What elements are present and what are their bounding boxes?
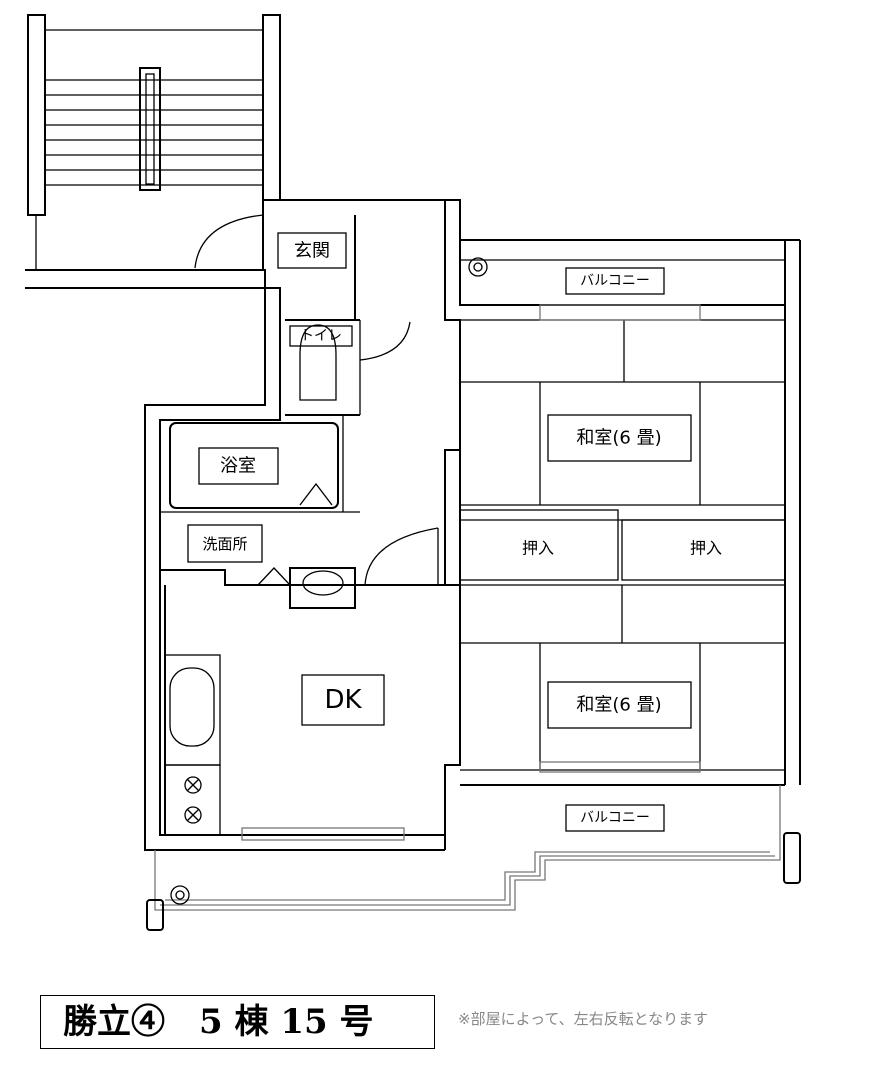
label-balcony-upper: バルコニー <box>580 273 650 289</box>
label-oshiire-right: 押入 <box>690 539 722 558</box>
label-washitsu-lower: 和室(6 畳) <box>576 695 661 716</box>
label-oshiire-left: 押入 <box>522 539 554 558</box>
label-toilet: トイレ <box>300 328 342 344</box>
mirror-note: ※部屋によって、左右反転となります <box>458 1010 709 1028</box>
staircase <box>27 14 281 270</box>
walls <box>25 15 801 931</box>
label-bath: 浴室 <box>220 456 256 477</box>
label-washroom: 洗面所 <box>202 535 247 553</box>
label-washitsu-upper: 和室(6 畳) <box>576 428 661 449</box>
building-unit-title: 勝立④ 5 棟 15 号 <box>40 995 435 1049</box>
label-dk: DK <box>324 685 362 715</box>
label-genkan: 玄関 <box>294 241 330 262</box>
label-balcony-lower: バルコニー <box>580 810 650 826</box>
room-labels: 玄関 トイレ 浴室 洗面所 DK 和室(6 畳) 和室(6 畳) 押入 押入 バ… <box>187 232 722 832</box>
